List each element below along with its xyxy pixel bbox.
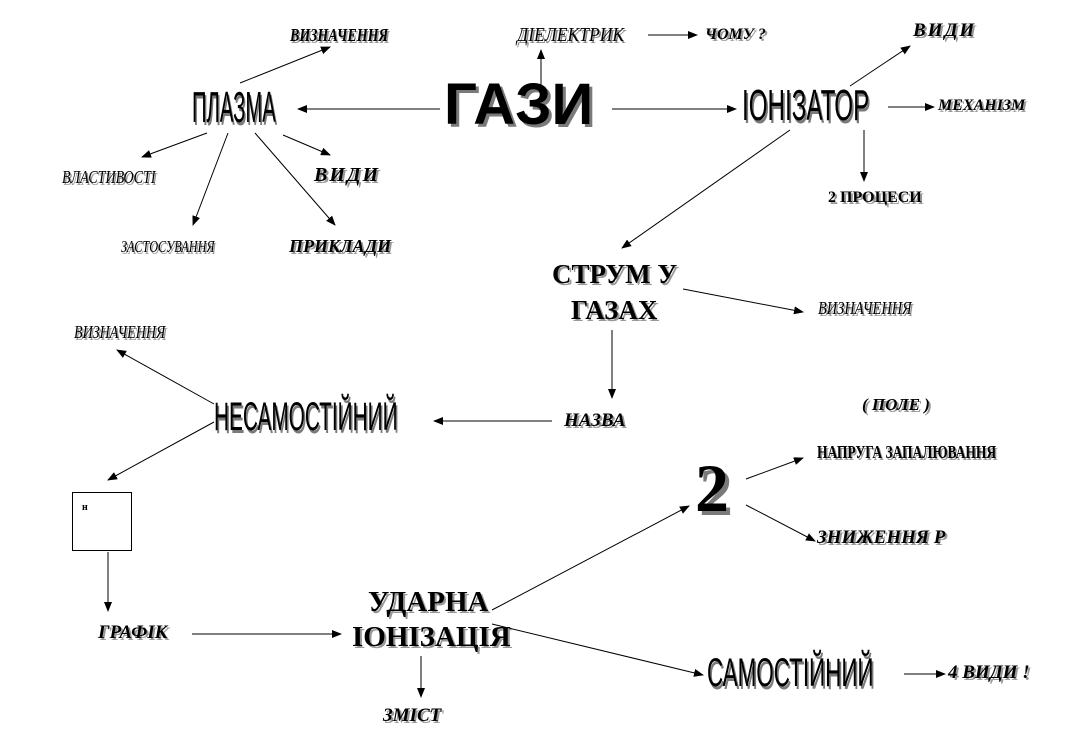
node-vyznachennia-plazma: ВИЗНАЧЕННЯ	[290, 25, 389, 45]
node-chotyry-vydy: 4 ВИДИ !	[948, 662, 1030, 683]
box-label: н	[82, 502, 88, 513]
arrow-ionizator-strum	[621, 129, 791, 249]
node-udarna-line1: УДАРНА	[368, 586, 489, 618]
arrow-nesam-box	[107, 421, 215, 481]
node-vyznachennia-strum: ВИЗНАЧЕННЯ	[818, 298, 912, 318]
node-dielektryk: ДІЕЛЕКТРИК	[517, 24, 625, 46]
node-mekhanizm: МЕХАНІЗМ	[938, 97, 1026, 114]
node-strum-line2: ГАЗАХ	[571, 295, 658, 325]
node-udarna-line2: ІОНІЗАЦІЯ	[352, 621, 511, 653]
arrow-plazma-pryklady	[254, 132, 336, 226]
arrow-dva-znyzhennia	[745, 504, 816, 542]
arrow-ionizator-vydy	[849, 45, 911, 87]
node-znyzhennia: ЗНИЖЕННЯ Р	[817, 527, 946, 548]
node-napruha: НАПРУГА ЗАПАЛЮВАННЯ	[817, 442, 997, 462]
node-dva: 2	[695, 450, 729, 526]
node-dva-protsesy: 2 ПРОЦЕСИ	[828, 189, 922, 206]
node-zastosuvannia: ЗАСТОСУВАННЯ	[121, 237, 215, 256]
node-vlastyvosti: ВЛАСТИВОСТІ	[62, 167, 156, 187]
arrow-udarna-dva	[491, 505, 690, 611]
node-nesamostiinyi: НЕСАМОСТІЙНИЙ	[214, 395, 398, 439]
node-ionizator: ІОНІЗАТОР	[742, 81, 870, 130]
node-samostiinyi: САМОСТІЙНИЙ	[707, 651, 874, 695]
node-chomu: ЧОМУ ?	[705, 26, 766, 43]
node-vyznachennia-nesam: ВИЗНАЧЕННЯ	[74, 322, 166, 342]
arrow-strum-vyznachennia	[682, 288, 804, 315]
node-vydy-plazma: ВИДИ	[314, 164, 381, 186]
node-hrafik: ГРАФІК	[98, 622, 168, 643]
arrow-udarna-samostiinyi	[491, 623, 704, 677]
arrow-plazma-vydy	[282, 134, 331, 156]
arrow-plazma-zastosuvannia	[192, 132, 229, 226]
graph-placeholder-box: н	[72, 492, 132, 551]
arrow-dva-napruha	[745, 457, 804, 480]
arrow-nesam-vyznachennia	[116, 349, 215, 405]
node-pole: ( ПОЛЕ )	[862, 395, 930, 414]
node-gazy: ГАЗИ	[444, 72, 594, 137]
node-nazva: НАЗВА	[564, 410, 626, 431]
node-vydy-ionizator: ВИДИ	[913, 20, 977, 41]
node-pryklady: ПРИКЛАДИ	[289, 236, 392, 256]
node-plazma: ПЛАЗМА	[192, 83, 276, 132]
node-zmist: ЗМІСТ	[383, 705, 442, 726]
arrow-plazma-vyznachennia	[239, 46, 331, 84]
arrow-plazma-vlastyvosti	[141, 132, 208, 158]
node-strum-line1: СТРУМ У	[552, 259, 678, 289]
